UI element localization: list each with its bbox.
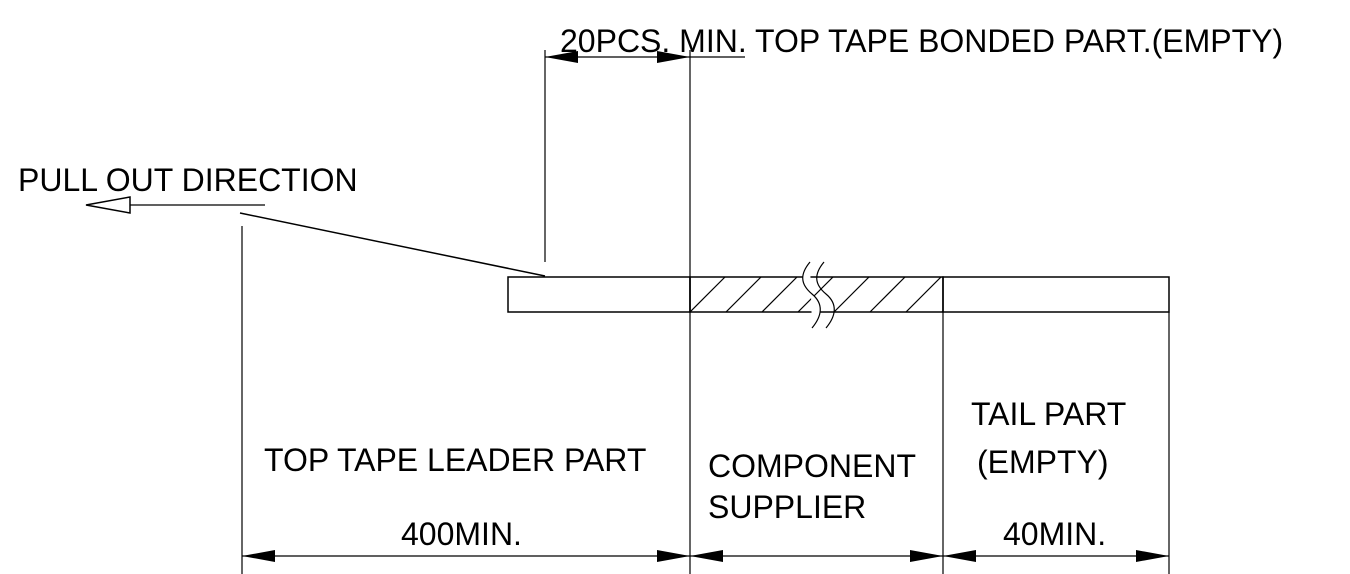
filled-arrowhead-icon bbox=[910, 550, 943, 562]
component-label-line1: COMPONENT bbox=[708, 448, 916, 484]
tail-segment bbox=[942, 276, 1170, 313]
bottom-dimension-line bbox=[242, 550, 1169, 562]
wavy-break-icon bbox=[802, 261, 835, 329]
leader-part-label: TOP TAPE LEADER PART bbox=[264, 442, 646, 478]
filled-arrowhead-icon bbox=[943, 550, 976, 562]
leader-dimension-value: 400MIN. bbox=[401, 516, 522, 552]
filled-arrowhead-icon bbox=[1136, 550, 1169, 562]
filled-arrowhead-icon bbox=[545, 51, 578, 63]
pull-leader-line bbox=[239, 212, 546, 277]
tape-strip bbox=[507, 261, 1170, 329]
top-note-label: 20PCS. MIN. TOP TAPE BONDED PART.(EMPTY) bbox=[560, 23, 1283, 59]
tail-label-line1: TAIL PART bbox=[971, 396, 1126, 432]
leader-segment bbox=[507, 276, 691, 313]
tail-dimension-value: 40MIN. bbox=[1003, 516, 1106, 552]
filled-arrowhead-icon bbox=[690, 550, 723, 562]
filled-arrowhead-icon bbox=[242, 550, 275, 562]
component-hatching bbox=[690, 277, 943, 312]
filled-arrowhead-icon bbox=[657, 51, 690, 63]
component-label-line2: SUPPLIER bbox=[708, 489, 866, 525]
pull-out-label: PULL OUT DIRECTION bbox=[18, 162, 358, 198]
tail-label-line2: (EMPTY) bbox=[977, 444, 1109, 480]
open-arrow-left-icon bbox=[85, 196, 265, 214]
filled-arrowhead-icon bbox=[657, 550, 690, 562]
top-bonded-dimension bbox=[544, 50, 745, 574]
